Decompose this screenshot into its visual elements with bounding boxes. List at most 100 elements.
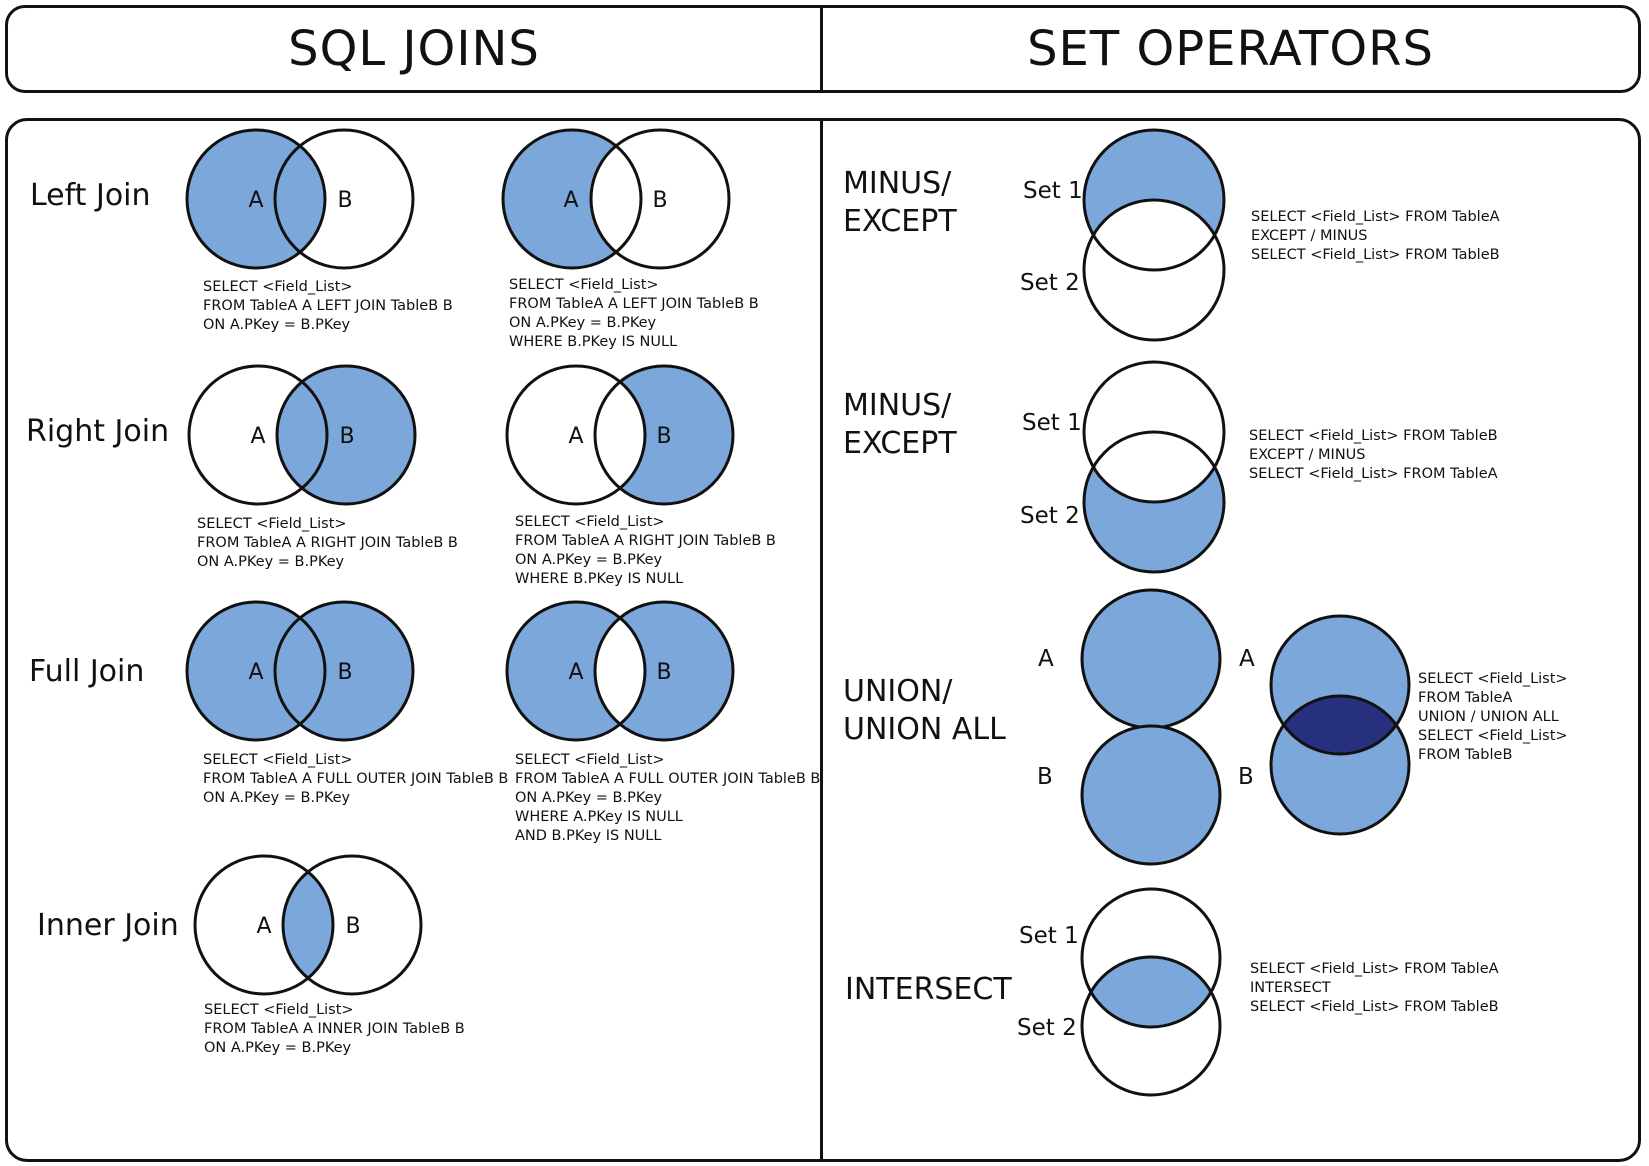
- set-a-label: A: [568, 660, 583, 685]
- sql-line: SELECT <Field_List> FROM TableB: [1250, 999, 1499, 1015]
- minus-b-a-venn: [1082, 360, 1226, 574]
- sql-line: SELECT <Field_List> FROM TableA: [1250, 961, 1499, 977]
- minus-a-b-venn: [1082, 128, 1226, 342]
- set-a-mask: [507, 366, 645, 504]
- full-anti-join-venn: A B: [505, 600, 735, 742]
- sql-line: SELECT <Field_List>: [203, 279, 353, 295]
- sql-line: FROM TableA A FULL OUTER JOIN TableB B: [203, 771, 509, 787]
- set-1-circle: [1082, 360, 1226, 504]
- right-anti-join-code: SELECT <Field_List>FROM TableA A RIGHT J…: [515, 513, 776, 589]
- sql-line: FROM TableA A FULL OUTER JOIN TableB B: [515, 771, 821, 787]
- sql-line: SELECT <Field_List> FROM TableA: [1251, 209, 1500, 225]
- set-2-label: Set 2: [1017, 1015, 1077, 1041]
- set-a-circle: [1269, 614, 1411, 756]
- sql-line: FROM TableA A LEFT JOIN TableB B: [509, 296, 759, 312]
- sql-line: WHERE B.PKey IS NULL: [515, 571, 684, 587]
- sql-line: ON A.PKey = B.PKey: [197, 554, 345, 570]
- sql-line: EXCEPT / MINUS: [1251, 228, 1368, 244]
- set-a-label: A: [256, 914, 271, 939]
- left-join-code: SELECT <Field_List>FROM TableA A LEFT JO…: [203, 278, 453, 335]
- set-b-label: B: [337, 660, 352, 685]
- left-join-label: Left Join: [30, 178, 151, 213]
- inner-join-venn: A B: [193, 854, 423, 996]
- set-b-circle-fill: [275, 602, 413, 740]
- left-join-venn: A B: [185, 128, 415, 270]
- set-b-label: B: [656, 660, 671, 685]
- set-b-circle: [273, 600, 415, 742]
- set-a-label: A: [250, 424, 265, 449]
- set-a-label: A: [568, 424, 583, 449]
- sql-line: SELECT <Field_List> FROM TableB: [1251, 247, 1500, 263]
- set-b-circle: [273, 128, 415, 270]
- intersection-mask: [595, 602, 645, 740]
- intersect-code: SELECT <Field_List> FROM TableA INTERSECT…: [1250, 960, 1499, 1017]
- set-1-circle: [1082, 128, 1226, 272]
- right-join-code: SELECT <Field_List> FROM TableA A RIGHT J…: [197, 515, 458, 572]
- set-a-circle: [185, 128, 327, 270]
- minus-a-b-code: SELECT <Field_List> FROM TableA EXCEPT / …: [1251, 208, 1500, 265]
- sql-line: SELECT <Field_List>: [203, 752, 353, 768]
- union-venn: [1080, 588, 1222, 866]
- union-label: UNION/ UNION ALL: [843, 674, 1006, 747]
- set-b-circle: [1269, 694, 1411, 836]
- set-b-circle: [593, 600, 735, 742]
- sql-joins-title: SQL JOINS: [288, 21, 540, 77]
- set-a-label: A: [248, 660, 263, 685]
- left-anti-join-venn: A B: [501, 128, 731, 270]
- set-a-label: A: [248, 188, 263, 213]
- intersect-venn: [1080, 887, 1222, 1097]
- full-join-label: Full Join: [29, 654, 145, 689]
- sql-line: INTERSECT: [1250, 980, 1331, 996]
- sql-line: SELECT <Field_List> FROM TableA: [1249, 466, 1498, 482]
- set-a-circle: [501, 128, 643, 270]
- set-b-label: B: [656, 424, 671, 449]
- set-b-circle-fill: [277, 366, 415, 504]
- set-2-circle: [1082, 198, 1226, 342]
- set-1-label: Set 1: [1022, 410, 1082, 436]
- set-operators-title: SET OPERATORS: [1027, 21, 1434, 77]
- set-2-circle: [1080, 955, 1222, 1097]
- intersect-label: INTERSECT: [845, 972, 1012, 1007]
- sql-line: SELECT <Field_List>: [515, 752, 665, 768]
- right-join-label: Right Join: [26, 414, 170, 449]
- inner-join-code: SELECT <Field_List>FROM TableA A INNER J…: [204, 1001, 465, 1058]
- sql-line: ON A.PKey = B.PKey: [204, 1040, 352, 1056]
- sql-line: SELECT <Field_List>: [1418, 671, 1568, 687]
- set-a-circle: [185, 600, 327, 742]
- union-all-set-a-label: A: [1239, 646, 1255, 672]
- sql-line: SELECT <Field_List>: [197, 516, 347, 532]
- set-b-mask: [591, 130, 729, 268]
- right-anti-join-venn: A B: [505, 364, 735, 506]
- left-anti-join-code: SELECT <Field_List> FROM TableA A LEFT JO…: [509, 276, 759, 352]
- sql-line: WHERE B.PKey IS NULL: [509, 334, 678, 350]
- sql-line: ON A.PKey = B.PKey: [515, 552, 663, 568]
- set-a-fill: [1082, 590, 1220, 728]
- set-b-label: B: [337, 188, 352, 213]
- sql-line: EXCEPT / MINUS: [1249, 447, 1366, 463]
- set-b-label: B: [339, 424, 354, 449]
- set-a-circle: [505, 364, 647, 506]
- full-anti-join-code: SELECT <Field_List> FROM TableA A FULL OU…: [515, 751, 820, 846]
- set-a-circle-fill: [187, 130, 325, 268]
- sql-line: SELECT <Field_List> FROM TableB: [1249, 428, 1498, 444]
- union-set-a-label: A: [1038, 646, 1054, 672]
- union-all-venn: [1269, 614, 1411, 836]
- header-divider: [820, 5, 823, 93]
- set-b-circle: [593, 364, 735, 506]
- content-divider: [820, 118, 823, 1162]
- sql-line: WHERE A.PKey IS NULL: [515, 809, 683, 825]
- sql-line: ON A.PKey = B.PKey: [203, 790, 351, 806]
- sql-line: ON A.PKey = B.PKey: [515, 790, 663, 806]
- sql-line: SELECT <Field_List>: [509, 277, 659, 293]
- sql-line: AND B.PKey IS NULL: [515, 828, 662, 844]
- minus-except-reverse-label: MINUS/ EXCEPT: [843, 388, 957, 461]
- sql-line: SELECT <Field_List>: [515, 514, 665, 530]
- sql-line: FROM TableA A RIGHT JOIN TableB B: [197, 535, 458, 551]
- set-a-circle: [193, 854, 335, 996]
- right-join-venn: A B: [187, 364, 417, 506]
- union-all-set-b-label: B: [1238, 764, 1254, 790]
- set-1-label: Set 1: [1023, 178, 1083, 204]
- sql-line: FROM TableA: [1418, 690, 1513, 706]
- duplicate-overlap-fill: [1271, 696, 1409, 754]
- sql-line: SELECT <Field_List>: [204, 1002, 354, 1018]
